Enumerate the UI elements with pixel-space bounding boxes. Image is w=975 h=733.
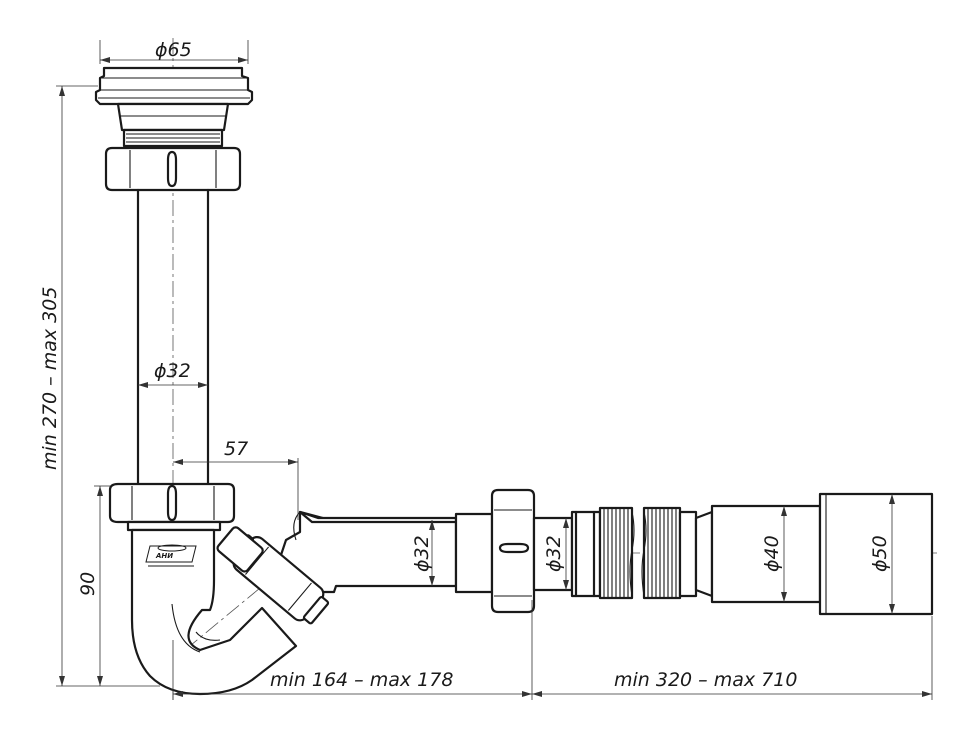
- end-sleeve: [694, 492, 934, 616]
- height-range-label: min 270 – max 305: [39, 287, 61, 470]
- length-range-2-label: min 320 – max 710: [614, 669, 797, 691]
- riser-diameter-label: ϕ32: [154, 360, 191, 382]
- riser-pipe: [136, 188, 210, 486]
- dim-outlet-diameter-2: ϕ32: [543, 518, 569, 590]
- outlet-diameter-2-label: ϕ32: [543, 535, 565, 572]
- angled-outlet: [274, 510, 458, 594]
- dim-corrugated-diameter: ϕ40: [761, 506, 787, 602]
- dim-trap-height: 90: [77, 485, 110, 686]
- top-diameter-label: ϕ65: [155, 39, 192, 61]
- diagonal-nut: [216, 526, 330, 625]
- lower-nut: [108, 482, 236, 532]
- outlet-diameter-1-label: ϕ32: [411, 535, 433, 572]
- dim-length-1: min 164 – max 178: [172, 600, 533, 700]
- upper-nut: [104, 146, 242, 192]
- dim-overall-height: min 270 – max 305: [39, 85, 160, 687]
- corrugated-diameter-label: ϕ40: [761, 535, 783, 572]
- dim-offset: 57: [173, 438, 299, 520]
- corrugated-hose: [570, 506, 698, 600]
- outlet-coupling: [454, 488, 574, 614]
- dim-end-diameter: ϕ50: [869, 494, 895, 614]
- dim-outlet-diameter-1: ϕ32: [411, 520, 435, 586]
- dim-top-diameter: ϕ65: [99, 39, 249, 64]
- offset-label: 57: [224, 438, 248, 460]
- end-diameter-label: ϕ50: [869, 535, 891, 572]
- logo-text: АНИ: [155, 552, 173, 560]
- dim-riser-diameter: ϕ32: [138, 360, 208, 388]
- length-range-1-label: min 164 – max 178: [270, 669, 453, 691]
- trap-height-label: 90: [77, 572, 99, 596]
- dim-length-2: min 320 – max 710: [532, 616, 933, 700]
- brand-logo: АНИ: [145, 544, 197, 567]
- drain-head: [94, 66, 254, 148]
